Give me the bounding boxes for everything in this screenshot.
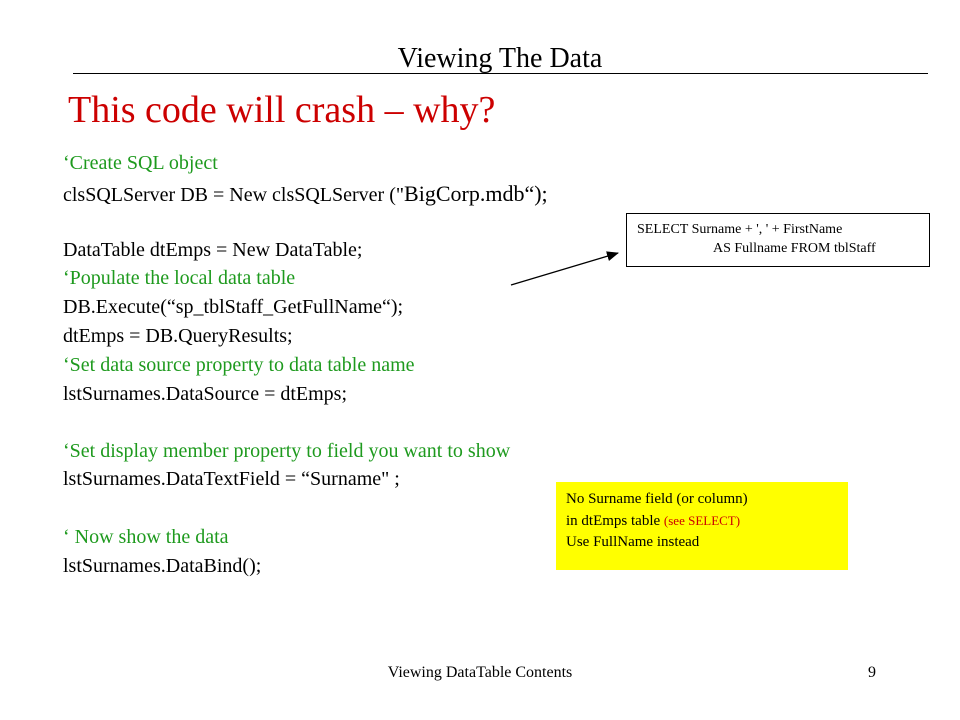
code-line-data-text-field: lstSurnames.DataTextField = “Surname" ;: [63, 468, 400, 490]
explanation-callout: No Surname field (or column) in dtEmps t…: [556, 482, 848, 570]
code-line-data-bind: lstSurnames.DataBind();: [63, 555, 262, 577]
code-line-db-declaration-start: clsSQLServer DB = New clsSQLServer (": [63, 184, 405, 206]
explanation-line-2-text: in dtEmps table: [566, 513, 664, 529]
select-callout-line-1: SELECT Surname + ', ' + FirstName: [637, 222, 843, 237]
code-comment-display-member: ‘Set display member property to field yo…: [63, 440, 511, 462]
code-line-datatable-declaration: DataTable dtEmps = New DataTable;: [63, 239, 363, 261]
code-line-db-execute: DB.Execute(“sp_tblStaff_GetFullName“);: [63, 296, 404, 318]
select-callout-line-2: AS Fullname FROM tblStaff: [713, 241, 876, 256]
code-comment-create-sql: ‘Create SQL object: [63, 152, 218, 174]
slide-footer: Viewing DataTable Contents: [387, 664, 573, 681]
explanation-line-1: No Surname field (or column): [566, 491, 748, 507]
explanation-line-3: Use FullName instead: [566, 534, 700, 550]
code-line-db-declaration: clsSQLServer DB = New clsSQLServer ("Big…: [63, 182, 548, 207]
code-comment-show-data: ‘ Now show the data: [63, 526, 229, 548]
code-line-query-results: dtEmps = DB.QueryResults;: [63, 325, 293, 347]
code-comment-data-source: ‘Set data source property to data table …: [63, 354, 415, 376]
select-statement-callout: SELECT Surname + ', ' + FirstName AS Ful…: [626, 213, 930, 267]
title-divider: [73, 73, 928, 74]
code-line-db-declaration-filename: BigCorp.mdb“);: [404, 181, 548, 206]
explanation-line-2: in dtEmps table (see SELECT): [566, 510, 848, 532]
slide-title: Viewing The Data: [397, 43, 603, 74]
explanation-see-select: (see SELECT): [663, 513, 741, 528]
slide-headline: This code will crash – why?: [68, 89, 496, 131]
code-comment-populate: ‘Populate the local data table: [63, 267, 296, 289]
code-line-data-source: lstSurnames.DataSource = dtEmps;: [63, 383, 348, 405]
slide-page-number: 9: [868, 664, 876, 681]
